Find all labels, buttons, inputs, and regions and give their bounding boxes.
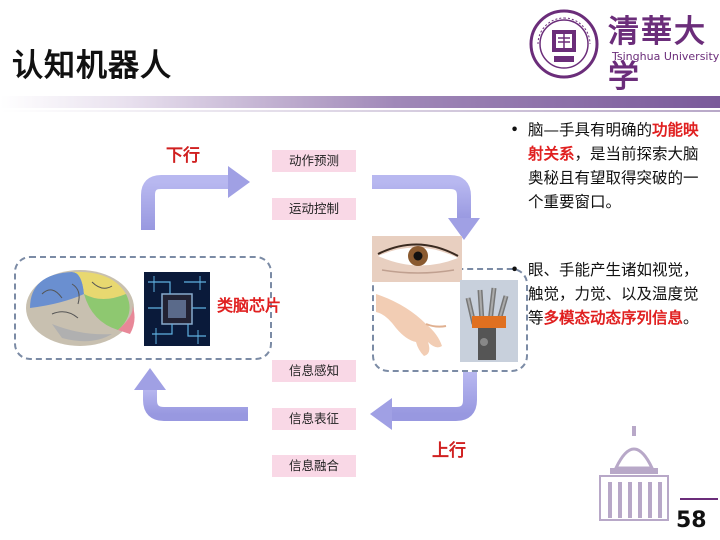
tag-motion-control: 运动控制	[272, 198, 356, 220]
tag-action-prediction: 动作预测	[272, 150, 356, 172]
arrow-top-left	[148, 182, 230, 230]
bullet-item: •眼、手能产生诸如视觉，触觉，力觉、以及温度觉等多模态动态序列信息。	[508, 258, 708, 330]
tag-info-representation: 信息表征	[272, 408, 356, 430]
bullet-list: •脑—手具有明确的功能映射关系，是当前探索大脑奥秘且有望取得突破的一个重要窗口。…	[508, 118, 708, 352]
eye-image	[372, 236, 462, 282]
arrow-top-left-head	[228, 166, 250, 198]
downward-label: 下行	[166, 141, 200, 166]
human-hand-image	[376, 284, 448, 360]
arrow-bottom-left-head	[134, 368, 166, 390]
page-number-rule	[680, 498, 718, 500]
page-number: 58	[676, 508, 707, 533]
chip-image	[144, 272, 210, 346]
arrow-bottom-right-head	[370, 398, 392, 430]
tag-info-fusion: 信息融合	[272, 455, 356, 477]
tag-info-perception: 信息感知	[272, 360, 356, 382]
upward-label: 上行	[432, 436, 466, 461]
auditorium-illustration	[596, 420, 672, 522]
arrow-bottom-left	[150, 388, 248, 414]
arrow-top-right	[372, 182, 464, 220]
bullet-item: •脑—手具有明确的功能映射关系，是当前探索大脑奥秘且有望取得突破的一个重要窗口。	[508, 118, 708, 214]
brain-chip-label: 类脑芯片	[217, 292, 281, 316]
brain-image	[22, 264, 140, 352]
arrow-bottom-right	[390, 372, 470, 414]
